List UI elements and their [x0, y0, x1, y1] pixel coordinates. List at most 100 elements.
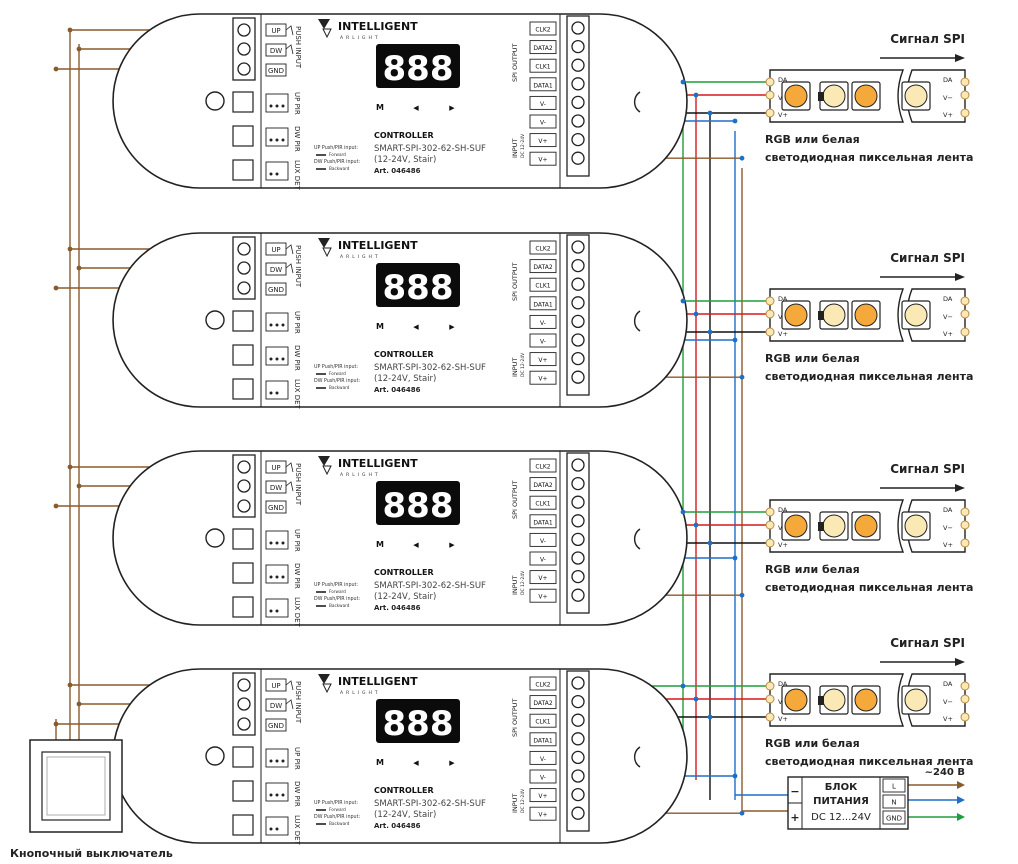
- backward-label: Backward: [329, 385, 350, 390]
- pir-block: [232, 125, 254, 147]
- terminal-screw: [571, 351, 585, 366]
- sensor-pin: [269, 391, 273, 395]
- sensor-port: [265, 530, 289, 550]
- controller-art: Art. 046486: [374, 604, 421, 612]
- terminal-screw: [571, 258, 585, 273]
- right-button: ▶: [449, 323, 455, 331]
- terminal-screw: [571, 277, 585, 291]
- output-pin-box: [529, 114, 557, 129]
- terminal-screw: [237, 479, 251, 493]
- signal-arrow-head: [955, 658, 965, 666]
- up-legend: UP Push/PIR input:: [314, 364, 358, 370]
- push-pin-box: [265, 480, 287, 494]
- backward-label: Backward: [329, 166, 350, 171]
- brand-sub: ARLIGHT: [340, 35, 381, 41]
- sensor-pin: [269, 793, 273, 797]
- sensor-pin: [269, 541, 273, 545]
- mains-l-head: [957, 781, 965, 789]
- sensor-label: LUX DET: [293, 379, 301, 410]
- terminal-screw: [571, 77, 585, 91]
- strip-caption-1: RGB или белая: [765, 133, 860, 146]
- terminal-screw: [237, 460, 251, 474]
- led-lens: [822, 84, 846, 108]
- left-button: ◀: [413, 759, 419, 767]
- output-pin-label: DATA2: [533, 700, 552, 707]
- junction-dot: [67, 246, 73, 252]
- logo-mark: [322, 247, 332, 258]
- sensor-pin: [269, 138, 273, 142]
- switch-symbol: [285, 680, 294, 691]
- led-lens: [822, 688, 846, 712]
- solder-pad: [960, 520, 970, 530]
- junction-dot: [732, 337, 738, 343]
- mains-gnd-head: [957, 813, 965, 821]
- output-pin-box: [529, 133, 557, 148]
- terminal-screw: [571, 588, 585, 602]
- input-voltage-label: DC 12-24V: [520, 352, 526, 377]
- pin-label: V+: [778, 330, 788, 338]
- output-pin-box: [529, 240, 557, 255]
- ic-chip: [818, 522, 824, 531]
- dw-legend: DW Push/PIR input:: [314, 159, 360, 165]
- forward-label: Forward: [329, 807, 346, 812]
- lux-block: [232, 159, 254, 181]
- output-pin-label: CLK1: [535, 64, 550, 71]
- junction-dot: [680, 509, 686, 515]
- switch-symbol: [285, 25, 294, 36]
- spi-section-label: SPI OUTPUT: [511, 480, 519, 519]
- dw-legend: DW Push/PIR input:: [314, 378, 360, 384]
- input-section-label: INPUT: [511, 794, 519, 813]
- sensor-label: LUX DET: [293, 160, 301, 191]
- ic-chip: [818, 311, 824, 320]
- push-pin-label: DW: [270, 47, 282, 55]
- push-pin-box: [265, 282, 287, 296]
- right-button: ▶: [449, 104, 455, 112]
- junction-dot: [693, 696, 699, 702]
- terminal-screw: [571, 296, 585, 310]
- solder-pad: [765, 296, 775, 306]
- solder-pad: [765, 309, 775, 319]
- sensor-label: UP PIR: [293, 311, 301, 334]
- led-display: [376, 699, 460, 743]
- controller-type: CONTROLLER: [374, 350, 434, 359]
- brand-name: INTELLIGENT: [338, 20, 418, 33]
- strip-caption-1: RGB или белая: [765, 737, 860, 750]
- push-pin-label: GND: [268, 504, 284, 512]
- sensor-pin: [269, 357, 273, 361]
- output-pin-box: [529, 676, 557, 691]
- sensor-pin: [275, 104, 279, 108]
- brand-sub: ARLIGHT: [340, 690, 381, 696]
- display-digits: 888: [383, 49, 454, 89]
- up-legend: UP Push/PIR input:: [314, 145, 358, 151]
- lux-block: [232, 814, 254, 836]
- junction-dot: [76, 483, 82, 489]
- terminal-screw: [571, 370, 585, 384]
- solder-pad: [765, 327, 775, 337]
- terminal-screw: [237, 281, 251, 295]
- brand-name: INTELLIGENT: [338, 239, 418, 252]
- output-pin-box: [529, 314, 557, 329]
- sensor-pin: [269, 575, 273, 579]
- output-pin-label: V+: [538, 157, 547, 164]
- sensor-label: LUX DET: [293, 597, 301, 628]
- output-pin-box: [529, 570, 557, 585]
- output-pin-label: CLK1: [535, 501, 550, 508]
- terminal-screw: [571, 769, 585, 783]
- output-pin-box: [529, 259, 557, 274]
- pin-label: DA: [778, 506, 788, 514]
- output-pin-box: [529, 588, 557, 603]
- led-lens: [784, 514, 808, 538]
- pir-block: [232, 780, 254, 802]
- output-pin-box: [529, 495, 557, 510]
- sensor-pin: [275, 575, 279, 579]
- mode-button: M: [376, 322, 384, 331]
- input-section-label: INPUT: [511, 139, 519, 158]
- terminal-screw: [571, 95, 585, 110]
- junction-dot: [53, 66, 59, 72]
- sensor-pin: [281, 138, 285, 142]
- pin-label: V+: [943, 111, 953, 119]
- signal-label: Сигнал SPI: [890, 251, 965, 265]
- solder-pad: [765, 694, 775, 704]
